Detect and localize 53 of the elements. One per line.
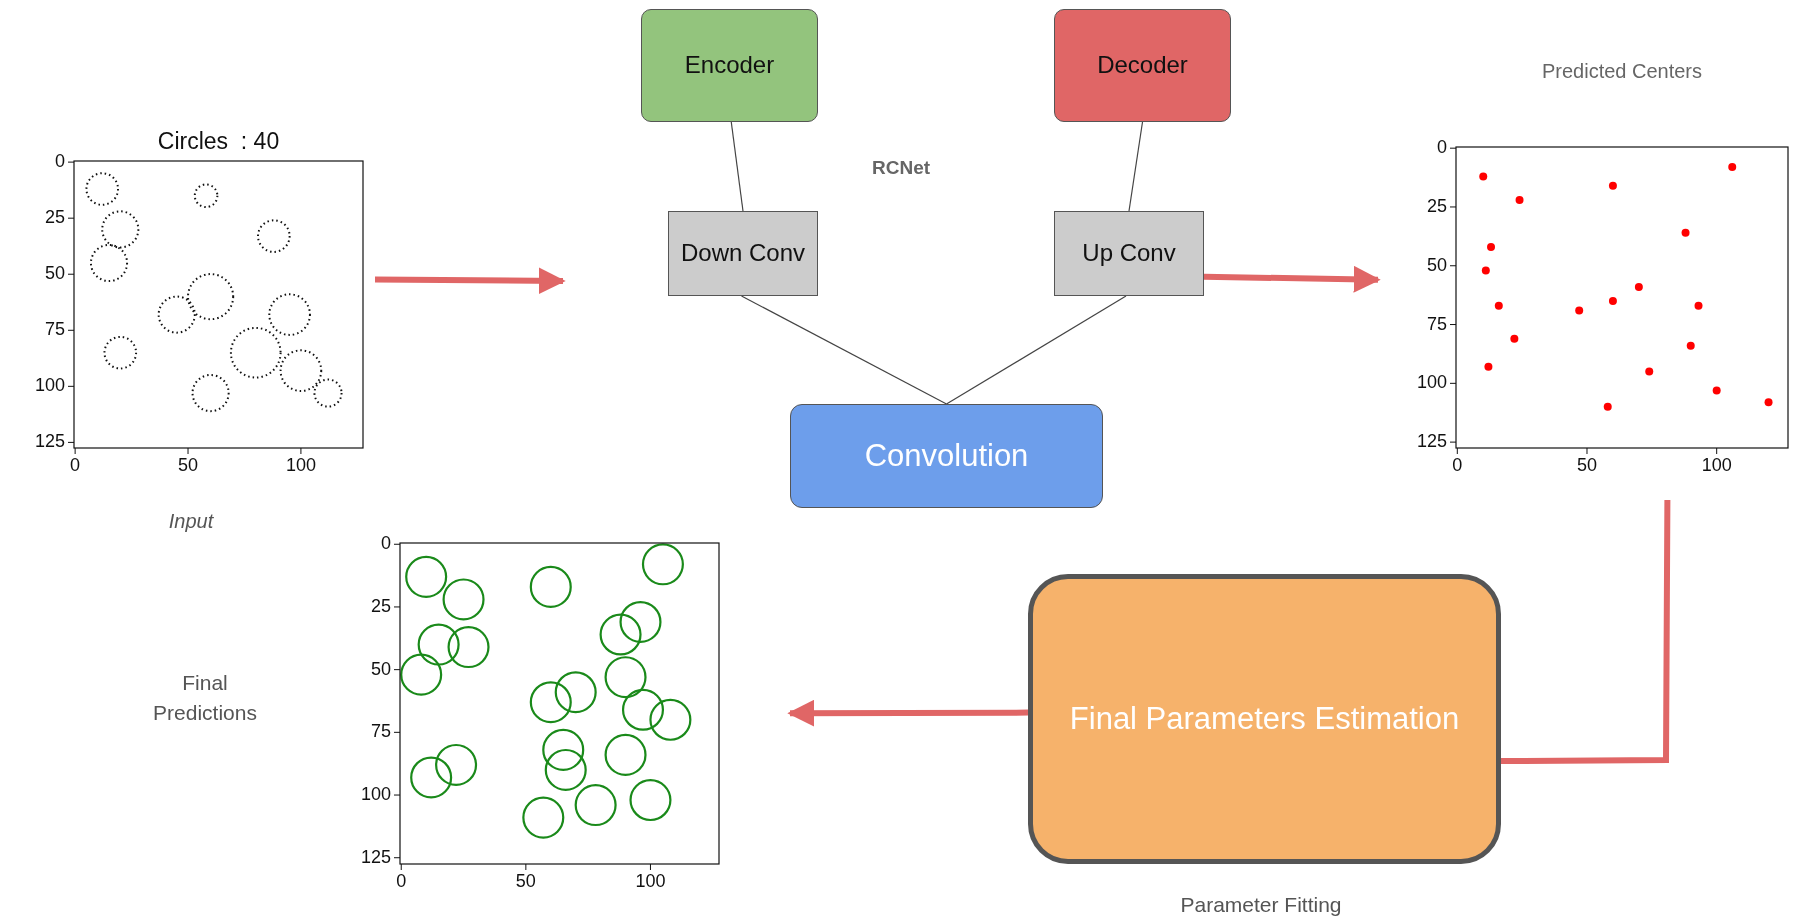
tick-label: 25 bbox=[44, 207, 65, 229]
box-label: Decoder bbox=[1096, 51, 1189, 80]
tick-label: 50 bbox=[44, 263, 65, 285]
node-label: Parameter Fitting bbox=[1179, 892, 1343, 918]
tick-label: 0 bbox=[1437, 137, 1447, 159]
tick-label: 125 bbox=[1416, 431, 1447, 453]
network-label: RCNet bbox=[872, 157, 931, 179]
tick-label: 0 bbox=[395, 871, 408, 892]
tick-label: 100 bbox=[634, 871, 667, 892]
box-label: Encoder bbox=[683, 51, 776, 80]
plot-title: Circles : 40 bbox=[156, 128, 281, 155]
connector bbox=[374, 267, 566, 295]
tick-label: 50 bbox=[514, 871, 537, 892]
tick-label: 25 bbox=[1426, 195, 1447, 217]
convolution-box bbox=[790, 404, 1103, 508]
connector bbox=[1500, 499, 1671, 765]
box-label: Final Parameters Estimation bbox=[1068, 700, 1461, 738]
tick-label: 100 bbox=[34, 375, 65, 397]
tick-label: 100 bbox=[1700, 455, 1733, 476]
connector bbox=[730, 121, 744, 212]
connector bbox=[787, 699, 1028, 727]
node-label: Input bbox=[167, 509, 215, 534]
tick-label: 100 bbox=[360, 784, 391, 806]
tick-label: 0 bbox=[69, 455, 82, 476]
tick-label: 100 bbox=[284, 455, 317, 476]
tick-label: 0 bbox=[381, 533, 391, 555]
tick-label: 25 bbox=[370, 595, 391, 617]
tick-label: 0 bbox=[1451, 455, 1464, 476]
estimation-box bbox=[1028, 574, 1501, 864]
tick-label: 75 bbox=[370, 721, 391, 743]
connector bbox=[1128, 121, 1144, 212]
connector bbox=[1203, 265, 1381, 293]
layer-box bbox=[1054, 211, 1204, 296]
tick-label: 0 bbox=[55, 151, 65, 173]
tick-label: 50 bbox=[370, 658, 391, 680]
tick-label: 50 bbox=[177, 455, 200, 476]
tick-label: 50 bbox=[1575, 455, 1598, 476]
tick-label: 125 bbox=[34, 431, 65, 453]
tick-label: 125 bbox=[360, 846, 391, 868]
decoder-box bbox=[1054, 9, 1231, 122]
connector bbox=[945, 295, 1127, 405]
tick-label: 100 bbox=[1416, 372, 1447, 394]
tick-label: 50 bbox=[1426, 254, 1447, 276]
box-label: Convolution bbox=[863, 437, 1030, 475]
connector bbox=[740, 295, 948, 405]
tick-label: 75 bbox=[1426, 313, 1447, 335]
tick-label: 75 bbox=[44, 319, 65, 341]
layer-box bbox=[668, 211, 818, 296]
plot-title: Predicted Centers bbox=[1540, 60, 1704, 83]
box-label: Up Conv bbox=[1081, 239, 1177, 268]
plot-label: Final Predictions bbox=[152, 670, 258, 727]
encoder-box bbox=[641, 9, 818, 122]
box-label: Down Conv bbox=[679, 239, 807, 268]
